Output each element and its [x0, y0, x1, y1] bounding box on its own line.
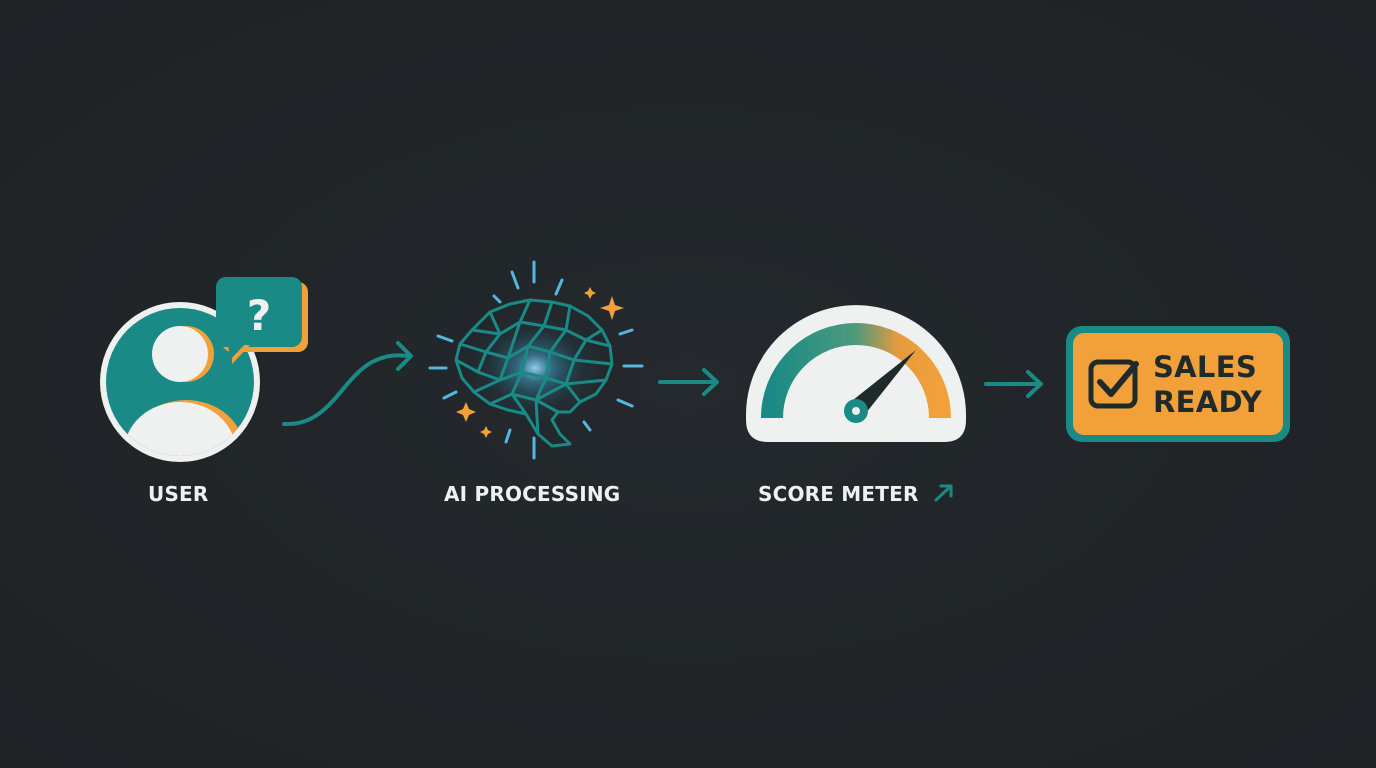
user-node: ?	[100, 277, 308, 462]
sales-ready-badge	[1066, 326, 1290, 442]
label-ai-processing: AI PROCESSING	[444, 482, 621, 506]
gauge-icon	[746, 305, 966, 442]
user-avatar-icon	[124, 326, 244, 456]
question-bubble-icon: ?	[216, 277, 308, 364]
label-user: USER	[148, 482, 209, 506]
processing-rays	[428, 260, 644, 460]
trend-up-icon	[934, 484, 953, 502]
sales-ready-line1: SALES	[1153, 350, 1258, 384]
connector-score-to-result	[984, 370, 1043, 398]
sales-ready-text: SALES READY	[1153, 350, 1262, 420]
brain-network-icon	[428, 260, 644, 460]
connector-user-to-ai	[282, 341, 413, 427]
gauge-arc	[761, 323, 951, 419]
connector-ai-to-score	[658, 368, 719, 396]
checkbox-check-icon	[1088, 359, 1139, 409]
sales-ready-line2: READY	[1153, 385, 1263, 419]
question-mark: ?	[247, 291, 271, 340]
sparkle-icon	[456, 287, 624, 438]
gauge-body	[746, 305, 966, 442]
label-score-meter: SCORE METER	[758, 482, 919, 506]
gauge-needle	[844, 350, 916, 423]
